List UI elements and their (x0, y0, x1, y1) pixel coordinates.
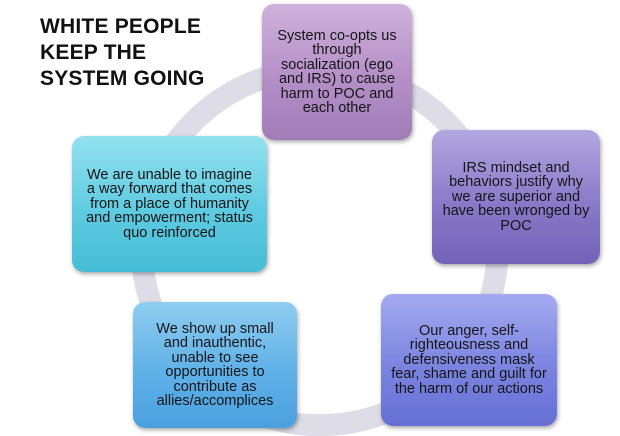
title-line-2: KEEP THE (40, 41, 147, 64)
title-line-3: SYSTEM GOING (40, 67, 205, 90)
diagram-title: WHITE PEOPLE KEEP THE SYSTEM GOING (40, 14, 205, 92)
cycle-step-3-text: Our anger, self-righteousness and defens… (391, 322, 547, 397)
cycle-step-2-text: IRS mindset and behaviors justify why we… (442, 159, 590, 234)
cycle-step-2: IRS mindset and behaviors justify why we… (432, 130, 600, 264)
cycle-step-1: System co-opts us through socialization … (262, 4, 412, 140)
cycle-step-1-text: System co-opts us through socialization … (277, 27, 397, 116)
cycle-step-5: We are unable to imagine a way forward t… (72, 136, 267, 272)
title-line-1: WHITE PEOPLE (40, 15, 202, 38)
cycle-step-3: Our anger, self-righteousness and defens… (381, 294, 557, 426)
cycle-step-4: We show up small and inauthentic, unable… (133, 302, 297, 428)
cycle-step-4-text: We show up small and inauthentic, unable… (156, 320, 274, 409)
cycle-step-5-text: We are unable to imagine a way forward t… (86, 166, 253, 241)
